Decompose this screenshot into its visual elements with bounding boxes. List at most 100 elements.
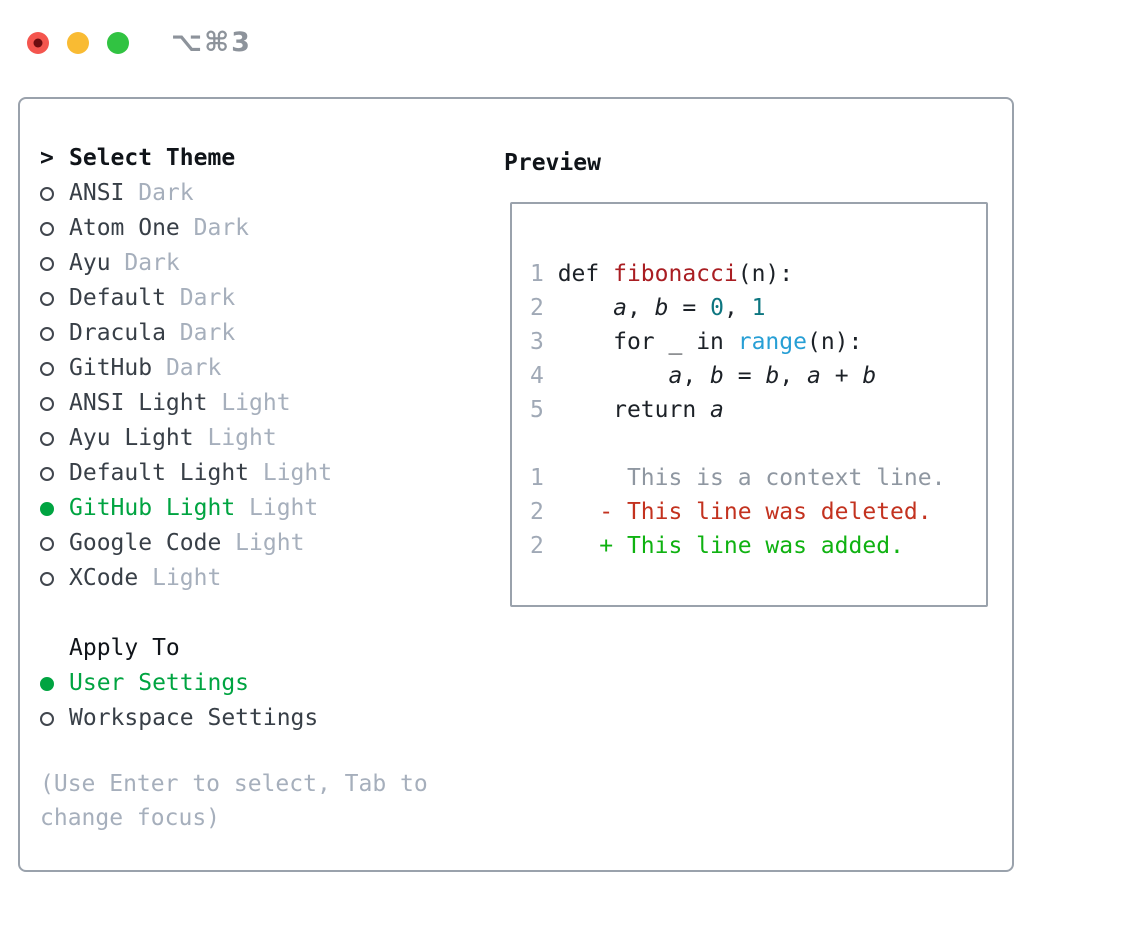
apply-to-option[interactable]: Workspace Settings: [40, 701, 490, 736]
radio-unselected-icon: [40, 431, 54, 446]
code-segment-plain: for _ in: [613, 329, 738, 355]
radio-unselected-icon: [40, 396, 54, 411]
option-label: GitHub: [69, 355, 153, 381]
option-label: Ayu: [69, 250, 111, 276]
radio-column: [40, 186, 69, 201]
radio-column: [40, 326, 69, 341]
code-segment-plain: +: [820, 363, 863, 389]
keyboard-hint-text: (Use Enter to select, Tab to change focu…: [40, 771, 428, 831]
radio-column: [40, 536, 69, 551]
option-variant-label: Dark: [165, 285, 236, 311]
code-line: 1 def fibonacci(n):: [530, 257, 986, 291]
prompt-column: >: [40, 141, 69, 176]
code-segment-plain: [544, 533, 599, 559]
radio-column: [40, 396, 69, 411]
option-label: ANSI: [69, 180, 125, 206]
option-variant-label: Dark: [124, 180, 194, 206]
close-button[interactable]: [27, 31, 49, 54]
option-variant-label: Light: [207, 390, 291, 416]
code-segment-plain: =: [723, 363, 766, 389]
option-variant-label: Light: [249, 460, 333, 486]
theme-option[interactable]: GitHub Light Light: [40, 491, 490, 526]
option-variant-label: Dark: [110, 250, 180, 276]
code-segment-plain: [544, 499, 599, 525]
code-segment-ln: 3: [530, 329, 544, 355]
code-segment-ln: 5: [530, 397, 544, 423]
code-segment-num: 1: [751, 295, 766, 321]
select-theme-header: > Select Theme: [40, 141, 490, 176]
option-label: Ayu Light: [69, 425, 194, 451]
option-variant-label: Light: [235, 495, 319, 521]
code-segment-ln: 2: [530, 533, 544, 559]
radio-column: [40, 466, 69, 481]
code-line: 5 return a: [530, 393, 986, 427]
theme-option[interactable]: Ayu Light Light: [40, 421, 490, 456]
code-segment-plain: ,: [682, 363, 711, 389]
option-label: GitHub Light: [69, 495, 236, 521]
window-titlebar: ⌥⌘3: [27, 27, 252, 58]
radio-unselected-icon: [40, 221, 54, 236]
window-shortcut-label: ⌥⌘3: [171, 27, 252, 58]
code-segment-func: fibonacci: [613, 261, 738, 287]
theme-option[interactable]: Default Dark: [40, 281, 490, 316]
radio-column: [40, 571, 69, 586]
preview-title: Preview: [504, 150, 601, 176]
theme-option[interactable]: Dracula Dark: [40, 316, 490, 351]
code-segment-add: + This line was added.: [599, 533, 904, 559]
radio-column: [40, 676, 69, 691]
code-segment-plain: def: [557, 261, 614, 287]
code-line: 2 - This line was deleted.: [530, 495, 986, 529]
radio-column: [40, 291, 69, 306]
option-variant-label: Dark: [179, 215, 250, 241]
code-segment-plain: return: [613, 397, 711, 423]
code-segment-num: 0: [710, 295, 724, 321]
code-segment-var: b: [765, 363, 780, 389]
radio-unselected-icon: [40, 536, 54, 551]
code-segment-plain: [544, 397, 613, 423]
theme-option[interactable]: Default Light Light: [40, 456, 490, 491]
theme-option[interactable]: XCode Light: [40, 561, 490, 596]
theme-option[interactable]: ANSI Dark: [40, 176, 490, 211]
option-variant-label: Dark: [152, 355, 222, 381]
option-variant-label: Light: [221, 530, 305, 556]
apply-to-title: Apply To: [69, 635, 180, 661]
code-segment-plain: ,: [626, 295, 655, 321]
theme-option[interactable]: ANSI Light Light: [40, 386, 490, 421]
code-segment-var: a: [613, 295, 627, 321]
code-segment-var: a: [710, 397, 724, 423]
code-segment-plain: [544, 363, 669, 389]
zoom-button[interactable]: [107, 31, 129, 54]
code-line: 3 for _ in range(n):: [530, 325, 986, 359]
theme-option[interactable]: Ayu Dark: [40, 246, 490, 281]
option-variant-label: Light: [193, 425, 277, 451]
radio-selected-icon: [40, 676, 54, 691]
option-label: User Settings: [69, 670, 250, 696]
code-segment-ctx: This is a context line.: [626, 465, 946, 491]
code-segment-plain: (n):: [806, 329, 863, 355]
prompt-caret-icon: >: [40, 145, 54, 171]
theme-option[interactable]: GitHub Dark: [40, 351, 490, 386]
option-label: Dracula: [69, 320, 166, 346]
theme-option[interactable]: Google Code Light: [40, 526, 490, 561]
apply-to-option[interactable]: User Settings: [40, 666, 490, 701]
select-theme-title: Select Theme: [69, 145, 236, 171]
code-segment-var: a: [668, 363, 683, 389]
option-label: ANSI Light: [69, 390, 208, 416]
code-segment-ln: 1: [530, 261, 558, 287]
radio-selected-icon: [40, 501, 54, 516]
code-line: 2 a, b = 0, 1: [530, 291, 986, 325]
radio-column: [40, 711, 69, 726]
code-segment-ln: 2: [530, 295, 544, 321]
theme-option[interactable]: Atom One Dark: [40, 211, 490, 246]
code-segment-plain: [544, 329, 613, 355]
code-segment-var: b: [862, 363, 877, 389]
radio-unselected-icon: [40, 186, 54, 201]
section-gap: [40, 596, 490, 631]
code-segment-plain: [544, 465, 627, 491]
option-label: Default: [69, 285, 166, 311]
minimize-button[interactable]: [67, 31, 89, 54]
